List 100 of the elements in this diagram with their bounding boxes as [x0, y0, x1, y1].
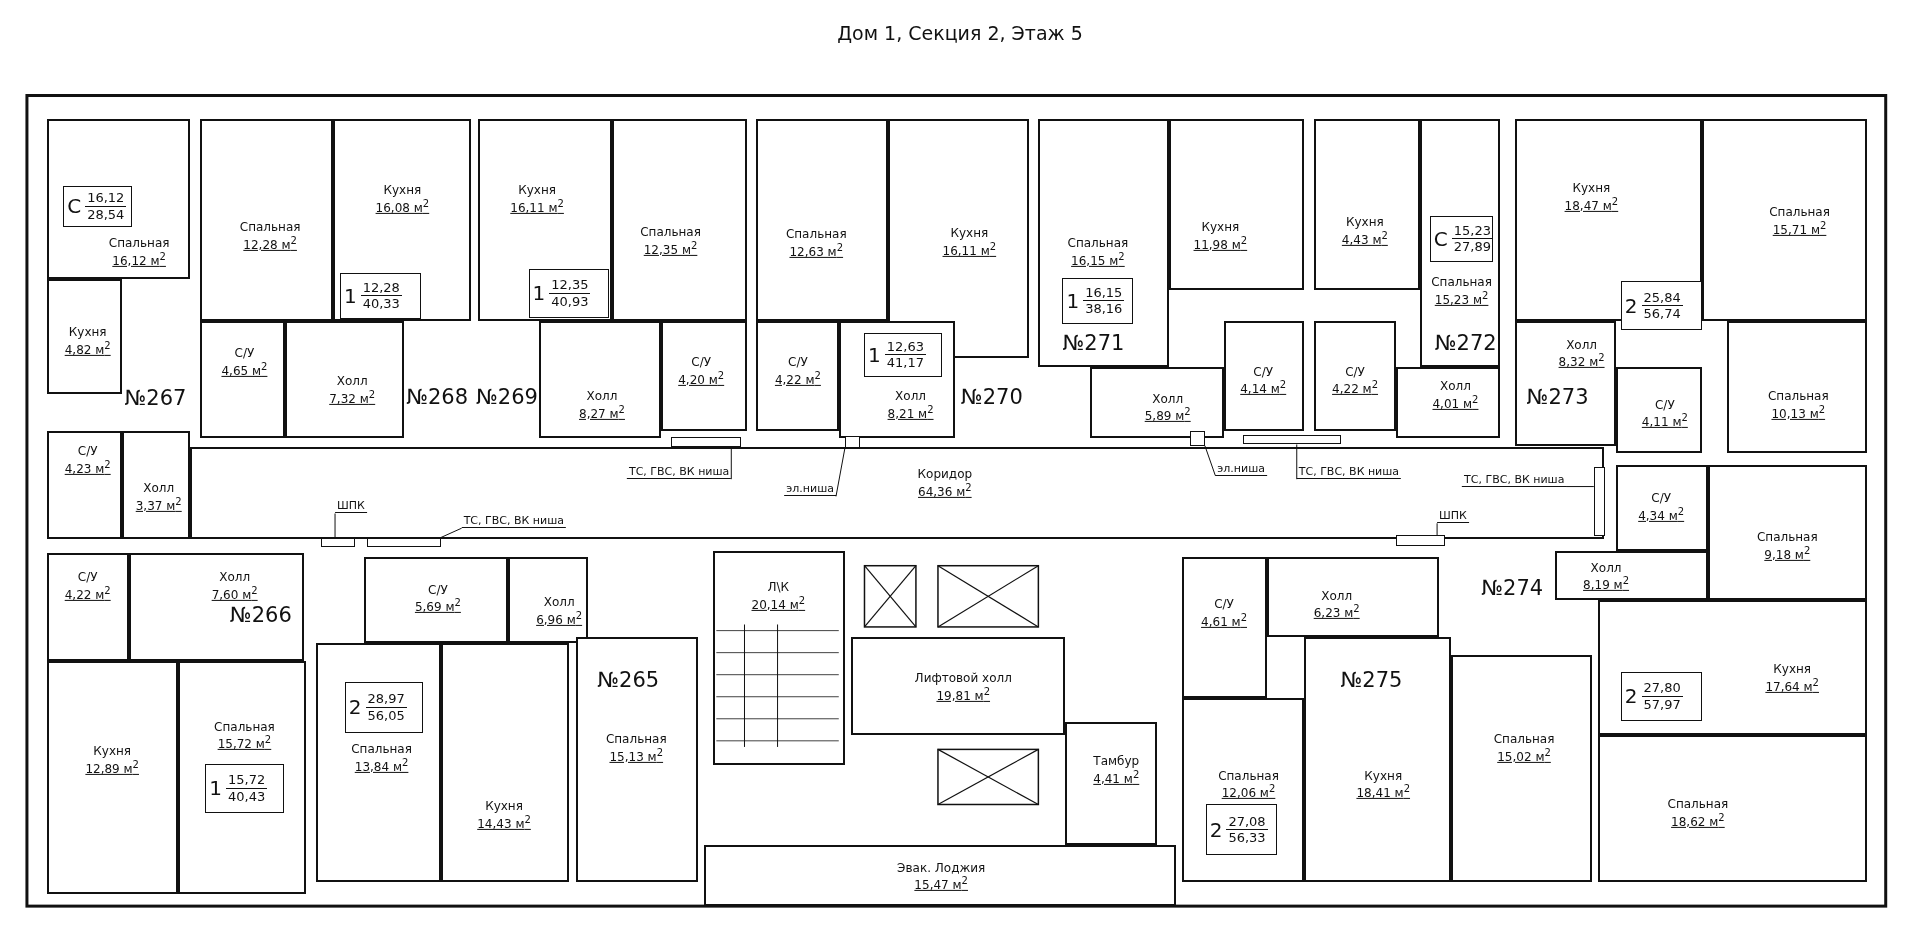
room-name: Кухня — [517, 184, 557, 199]
living-area: 27,08 — [1226, 813, 1268, 831]
room-area: 15,72 м$^{2}$ — [217, 734, 272, 753]
wall-niche — [1395, 535, 1445, 547]
room-outline — [1395, 367, 1500, 439]
leader-line — [730, 446, 732, 480]
room-outline — [46, 431, 123, 539]
wall-niche — [1593, 467, 1605, 536]
room-name: Спальная — [1431, 276, 1492, 290]
room-name: Спальная — [1756, 530, 1818, 545]
room-outline — [315, 642, 441, 882]
room-name: Кухня — [1344, 216, 1385, 230]
living-area: 12,28 — [360, 279, 402, 297]
room-outline — [1169, 118, 1305, 291]
room-outline — [1451, 655, 1592, 882]
apartment-number: №271 — [1062, 330, 1125, 355]
room-area: 5,89 м$^{2}$ — [1144, 406, 1191, 424]
room-outline — [199, 118, 334, 321]
room-name: Кухня — [1363, 769, 1404, 784]
total-area: 40,43 — [228, 788, 266, 805]
wall-niche — [1242, 434, 1341, 445]
room-area: 5,69 м$^{2}$ — [414, 597, 461, 616]
total-area: 38,16 — [1085, 301, 1123, 317]
room-outline — [1313, 118, 1421, 291]
room-area: 8,32 м$^{2}$ — [1558, 352, 1605, 371]
room-name: Кухня — [1772, 663, 1813, 677]
room-outline — [477, 118, 613, 321]
room-name: С/У — [1344, 365, 1366, 380]
room-outline — [1702, 118, 1868, 321]
room-area: 64,36 м$^{2}$ — [918, 482, 972, 500]
room-name: Холл — [542, 595, 576, 610]
apartment-info-box — [339, 272, 421, 320]
room-area: 16,12 м$^{2}$ — [112, 250, 166, 269]
living-area: 12,63 — [884, 338, 926, 356]
room-outline — [440, 642, 570, 882]
apartment-info-box — [864, 332, 943, 377]
room-area: 4,41 м$^{2}$ — [1093, 768, 1140, 787]
room-outline — [712, 551, 845, 766]
room-area: 16,11 м$^{2}$ — [942, 240, 997, 259]
apartment-number: №275 — [1340, 667, 1403, 692]
room-area: 17,64 м$^{2}$ — [1765, 676, 1819, 695]
room-name: Кухня — [382, 184, 423, 199]
room-outline — [122, 431, 190, 539]
room-outline — [128, 553, 304, 662]
room-area: 3,37 м$^{2}$ — [135, 495, 182, 514]
room-outline — [755, 118, 888, 321]
room-outline — [508, 557, 588, 643]
niche-label: эл.ниша — [1215, 461, 1267, 476]
room-area: 4,34 м$^{2}$ — [1638, 505, 1685, 524]
room-name: Холл — [585, 389, 619, 404]
room-name: Спальная — [605, 732, 667, 747]
room-name: Спальная — [1067, 236, 1129, 251]
room-name: Коридор — [917, 468, 973, 483]
room-area: 10,13 м$^{2}$ — [1771, 403, 1826, 422]
apartment-number: №270 — [960, 384, 1023, 409]
apartment-number: №268 — [406, 384, 469, 409]
room-name: Спальная — [1218, 769, 1279, 784]
room-outline — [1224, 320, 1305, 431]
total-area: 40,33 — [362, 296, 400, 312]
niche-label: ШПК — [1437, 509, 1469, 524]
room-area: 8,27 м$^{2}$ — [579, 403, 625, 422]
apartment-number: №266 — [229, 602, 292, 627]
room-name: Спальная — [1767, 389, 1829, 404]
room-name: Спальная — [108, 236, 170, 251]
room-name: С/У — [76, 571, 99, 585]
room-area: 6,23 м$^{2}$ — [1313, 603, 1360, 622]
room-name: Холл — [1565, 338, 1599, 353]
room-outline — [46, 279, 123, 395]
room-count: 2 — [1623, 684, 1639, 709]
room-count: С — [1432, 226, 1449, 251]
room-count: 2 — [1208, 817, 1224, 842]
living-area: 15,72 — [226, 772, 268, 789]
room-outline — [177, 661, 307, 894]
room-name: Спальная — [1769, 206, 1830, 221]
room-area: 12,63 м$^{2}$ — [789, 242, 844, 260]
room-count: 1 — [531, 281, 547, 306]
room-name: Кухня — [67, 326, 108, 341]
room-outline — [46, 661, 178, 894]
room-name: Спальная — [1667, 797, 1729, 812]
room-area: 18,62 м$^{2}$ — [1671, 811, 1725, 830]
room-name: Л\К — [766, 581, 791, 595]
room-area: 7,60 м$^{2}$ — [211, 585, 258, 603]
room-name: Кухня — [484, 800, 523, 814]
total-area: 27,89 — [1453, 239, 1491, 255]
apartment-number: №273 — [1526, 384, 1589, 409]
room-name: С/У — [233, 347, 256, 361]
room-area: 4,22 м$^{2}$ — [774, 369, 821, 388]
room-name: С/У — [1650, 491, 1672, 506]
apartment-number: №274 — [1481, 575, 1544, 600]
total-area: 28,54 — [87, 206, 125, 223]
wall-niche — [320, 537, 356, 548]
room-name: С/У — [427, 583, 449, 598]
room-area: 12,06 м$^{2}$ — [1221, 783, 1276, 802]
room-outline — [1304, 636, 1451, 882]
room-area: 4,01 м$^{2}$ — [1432, 394, 1479, 412]
living-area: 25,84 — [1641, 289, 1683, 307]
room-name: Лифтовой холл — [914, 671, 1012, 686]
room-area: 6,96 м$^{2}$ — [536, 609, 583, 628]
room-area: 15,13 м$^{2}$ — [609, 746, 664, 765]
room-name: С/У — [76, 445, 99, 459]
